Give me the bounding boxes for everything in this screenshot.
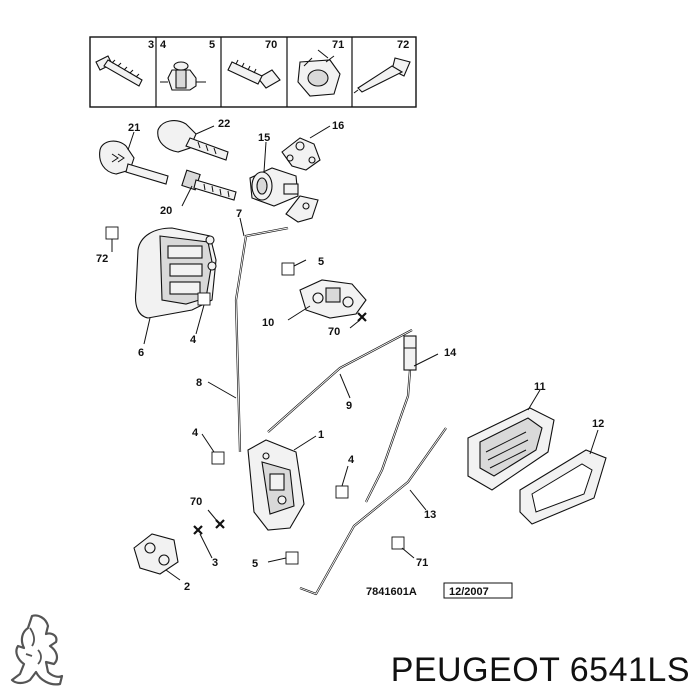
rivet-icon	[353, 57, 411, 94]
callout-4-upper: 4	[190, 334, 197, 346]
callout-70-lower: 70	[190, 496, 202, 508]
screw-icon	[95, 55, 143, 87]
callout-71: 71	[416, 557, 428, 569]
callout-7: 7	[236, 208, 242, 220]
reference-code: 7841601A	[366, 586, 417, 598]
handle-bezel-12	[519, 449, 607, 525]
callout-14: 14	[444, 347, 457, 359]
callout-15: 15	[258, 132, 270, 144]
strip-label-70: 70	[265, 39, 277, 51]
strip-label-5: 5	[209, 39, 215, 51]
callout-9: 9	[346, 400, 352, 412]
bracket-16	[281, 137, 321, 171]
key-blank-20	[181, 169, 237, 201]
interior-handle-11	[467, 407, 555, 491]
callout-8: 8	[196, 377, 202, 389]
leader-lines	[111, 125, 599, 581]
rods	[234, 226, 447, 596]
bolt-icon	[227, 59, 281, 89]
lever-link	[285, 195, 319, 223]
callout-11: 11	[534, 381, 546, 393]
key-22	[157, 120, 229, 161]
callout-16: 16	[332, 120, 344, 132]
strip-label-3: 3	[148, 39, 154, 51]
callout-1: 1	[318, 429, 324, 441]
callout-labels: 21 22 15 16 20 7 72 5 10 70 6 4 14 8 9 1…	[96, 118, 604, 593]
reference-boxes	[105, 226, 405, 565]
strip-label-72: 72	[397, 39, 409, 51]
strip-label-4: 4	[160, 39, 167, 51]
lock-barrel-15	[249, 167, 299, 207]
door-lock-1	[247, 439, 305, 531]
callout-3: 3	[212, 557, 218, 569]
callout-70-upper: 70	[328, 326, 340, 338]
callout-10: 10	[262, 317, 274, 329]
callout-12: 12	[592, 418, 604, 430]
callout-13: 13	[424, 509, 436, 521]
callout-2: 2	[184, 581, 190, 593]
clip-icon	[160, 61, 206, 91]
exterior-handle-6	[134, 227, 217, 319]
reference-date: 12/2007	[449, 586, 489, 598]
callout-21: 21	[128, 122, 140, 134]
callout-20: 20	[160, 205, 172, 217]
nut-clip-icon	[297, 49, 341, 97]
strip-label-71: 71	[332, 39, 344, 51]
part-caption: PEUGEOT 6541LS	[390, 651, 690, 689]
callout-4-right: 4	[348, 454, 355, 466]
striker-bracket-10	[299, 279, 367, 319]
callout-5-upper: 5	[318, 256, 324, 268]
callout-22: 22	[218, 118, 230, 130]
callout-6: 6	[138, 347, 144, 359]
diagram-reference: 7841601A 12/2007	[366, 582, 513, 599]
callout-4-middle: 4	[192, 427, 199, 439]
key-21	[99, 140, 169, 185]
fastener-strip: 3 4 5 70 71 72	[89, 36, 417, 108]
callout-5-lower: 5	[252, 558, 258, 570]
lock-plate-2	[133, 533, 179, 575]
callout-72: 72	[96, 253, 108, 265]
connector-14	[403, 335, 417, 371]
peugeot-lion-icon	[10, 614, 64, 686]
